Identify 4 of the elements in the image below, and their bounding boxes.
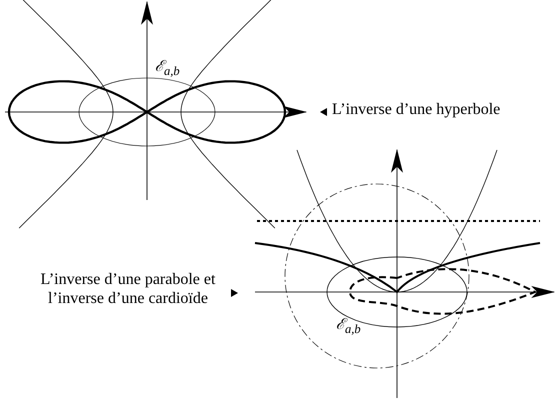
curve-label: ℰ$_{a,b}$ — [336, 316, 361, 338]
curve-caption: L’inverse d’une hyperbole — [332, 100, 500, 119]
curve-caption: L’inverse d’une parabole et l’inverse d’une cardioïde — [40, 270, 216, 308]
curve-label: ℰ$_{a,b}$ — [155, 58, 180, 80]
